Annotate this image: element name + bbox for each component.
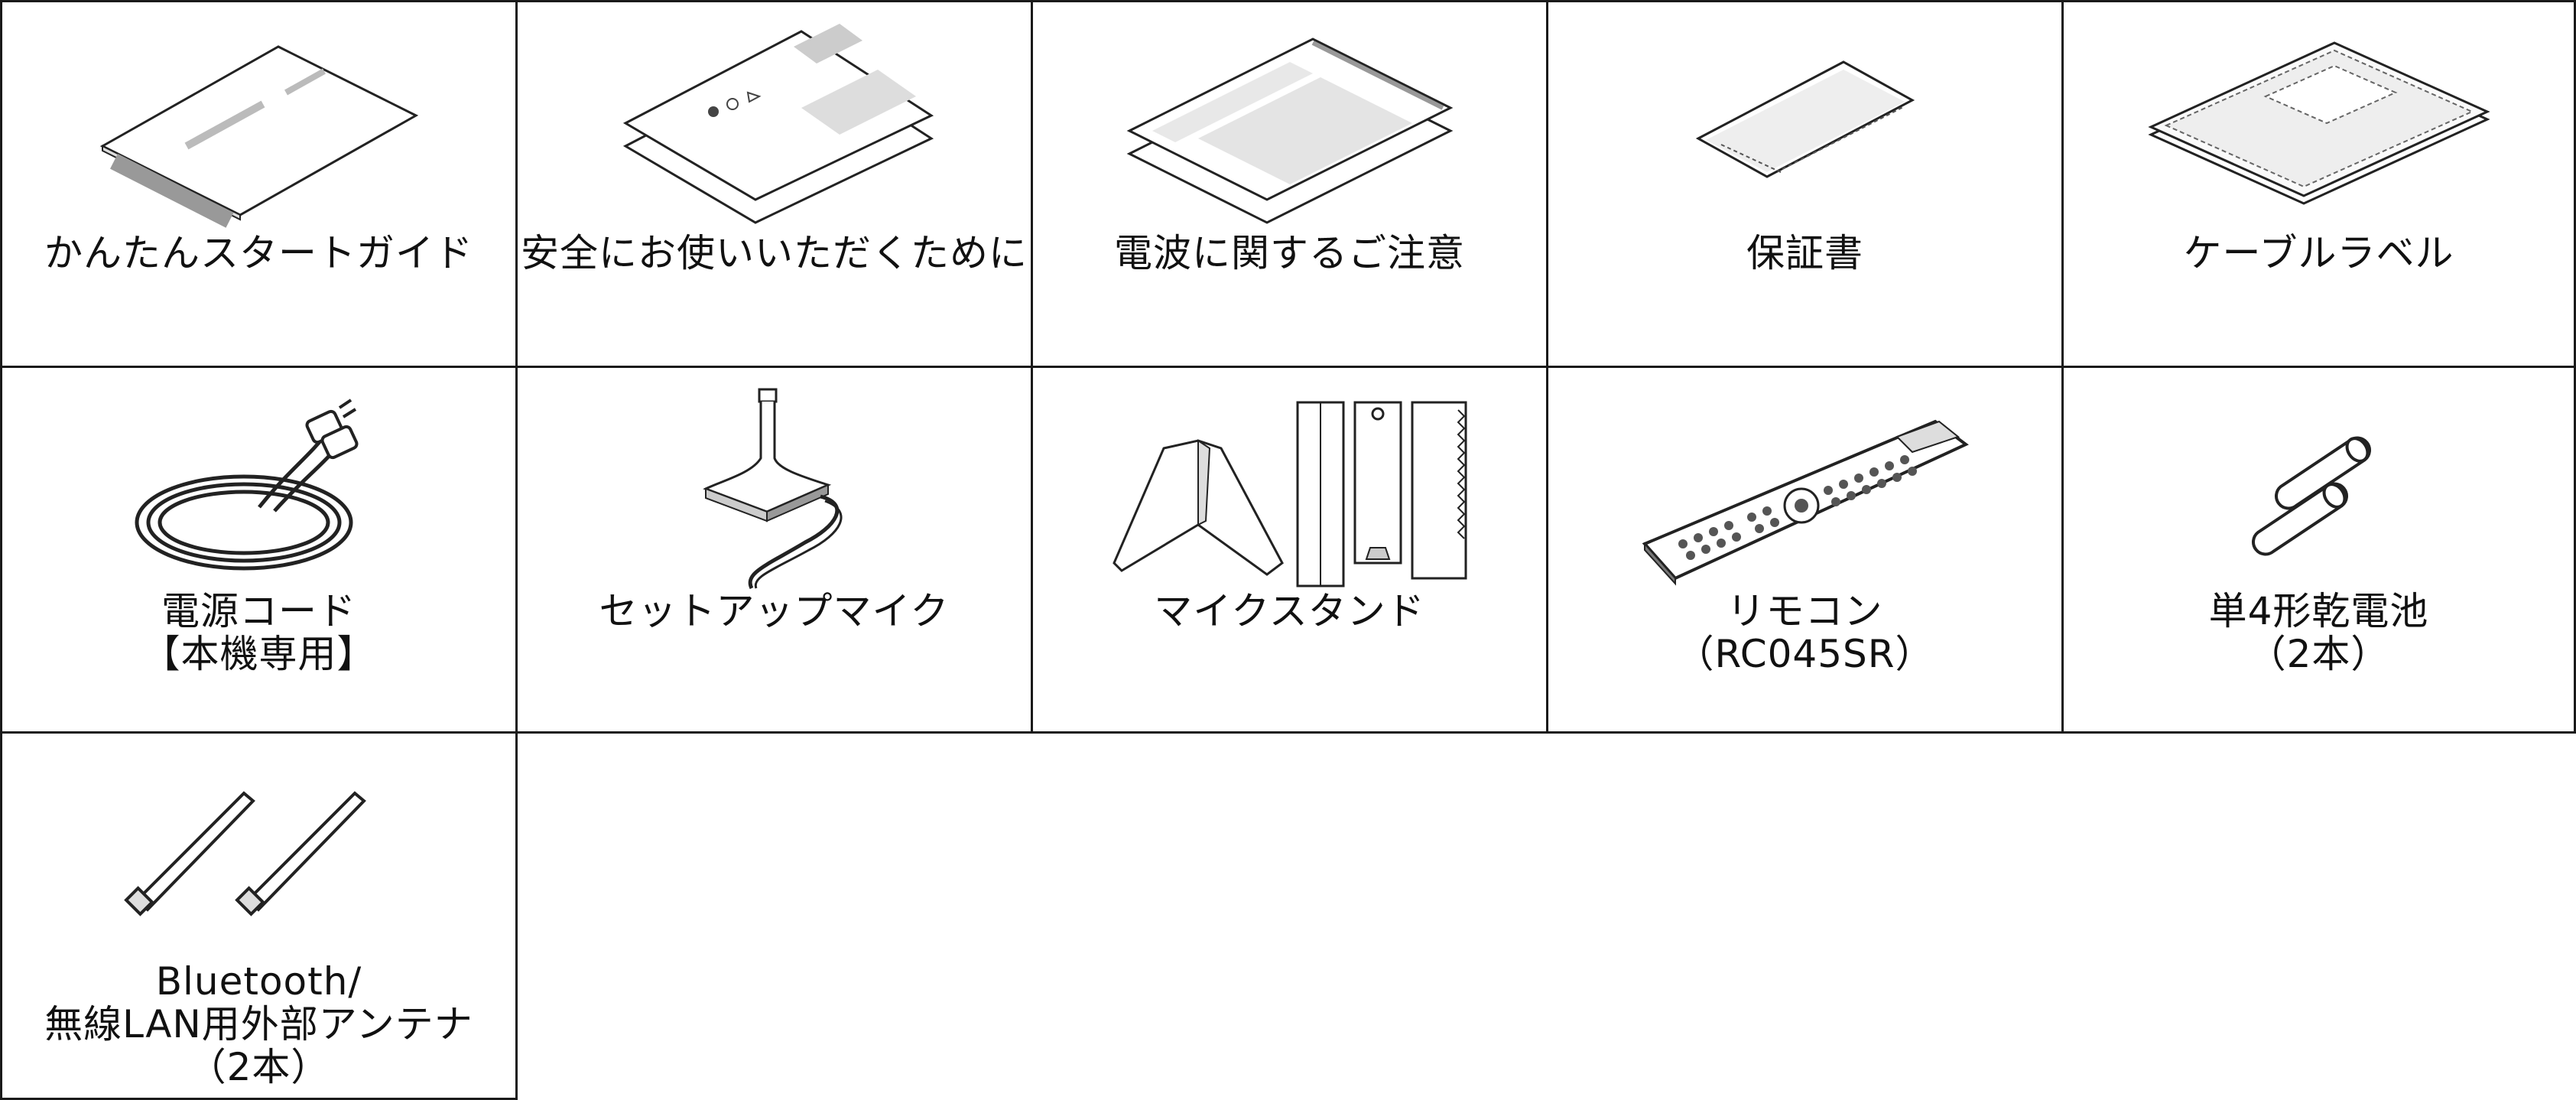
- antenna-icon: [123, 791, 366, 916]
- label-line: リモコン: [1727, 589, 1883, 633]
- cell-safety-instructions: 安全にお使いいただくために: [515, 0, 1033, 368]
- leaflet-icon: [622, 24, 934, 224]
- label-line: Bluetooth/: [155, 959, 362, 1004]
- label-line: 安全にお使いいただくために: [521, 231, 1028, 275]
- remote-control-icon: [1642, 419, 1969, 586]
- label-line: （2本）: [187, 1045, 330, 1089]
- cell-remote: リモコン （RC045SR）: [1546, 366, 2064, 734]
- folded-sheet-icon: [1126, 37, 1453, 224]
- label-line: セットアップマイク: [599, 589, 950, 633]
- power-cord-icon: [135, 399, 358, 571]
- label-line: かんたんスタートガイド: [44, 231, 473, 275]
- warranty-card-icon: [1695, 60, 1915, 178]
- label-line: 単4形乾電池: [2208, 589, 2429, 633]
- cell-setup-mic: セットアップマイク: [515, 366, 1033, 734]
- microphone-icon: [702, 388, 842, 590]
- label-line: ケーブルラベル: [2183, 231, 2454, 275]
- label-line: 電源コード: [161, 589, 356, 633]
- battery-icon: [2251, 436, 2371, 556]
- label-line: マイクスタンド: [1154, 589, 1425, 633]
- label-line: 【本機専用】: [141, 632, 376, 676]
- label-line: （RC045SR）: [1675, 632, 1934, 676]
- cell-cable-labels: ケーブルラベル: [2061, 0, 2576, 368]
- cell-batteries: 単4形乾電池 （2本）: [2061, 366, 2576, 734]
- mic-stand-icon: [1112, 401, 1467, 587]
- cell-quick-start-guide: かんたんスタートガイド: [0, 0, 518, 368]
- booklet-icon: [99, 45, 418, 228]
- label-sheet-icon: [2147, 41, 2490, 205]
- label-line: 保証書: [1746, 231, 1863, 275]
- label-line: （2本）: [2247, 632, 2390, 676]
- label-line: 電波に関するご注意: [1114, 231, 1465, 275]
- cell-power-cord: 電源コード 【本機専用】: [0, 366, 518, 734]
- cell-mic-stand: マイクスタンド: [1031, 366, 1548, 734]
- cell-radio-notes: 電波に関するご注意: [1031, 0, 1548, 368]
- label-line: 無線LAN用外部アンテナ: [44, 1002, 473, 1046]
- cell-antennas: Bluetooth/ 無線LAN用外部アンテナ （2本）: [0, 731, 518, 1100]
- cell-warranty: 保証書: [1546, 0, 2064, 368]
